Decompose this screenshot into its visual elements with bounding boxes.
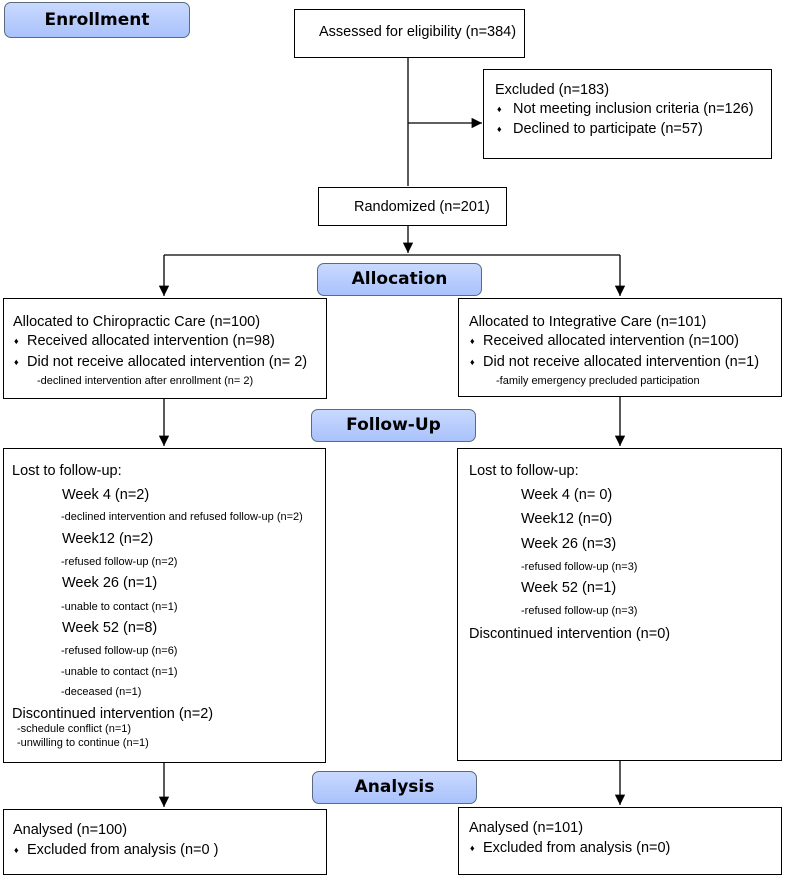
left-followup-box: Lost to follow-up: Week 4 (n=2) -decline… xyxy=(3,448,326,763)
stage-analysis: Analysis xyxy=(312,771,477,804)
excluded-item: Declined to participate (n=57) xyxy=(513,121,703,137)
left-discontinued: Discontinued intervention (n=2) xyxy=(12,706,214,722)
left-allocation-box: Allocated to Chiropractic Care (n=100) ♦… xyxy=(3,298,327,399)
left-week-52-note: -unable to contact (n=1) xyxy=(61,666,178,678)
left-followup-title: Lost to follow-up: xyxy=(12,463,122,479)
bullet-icon: ♦ xyxy=(470,357,475,367)
randomized-text: Randomized (n=201) xyxy=(354,199,490,215)
randomized-box: Randomized (n=201) xyxy=(318,187,507,226)
left-allocation-not-received: Did not receive allocated intervention (… xyxy=(27,354,308,370)
bullet-icon: ♦ xyxy=(497,104,502,114)
right-analysis-title: Analysed (n=101) xyxy=(469,820,584,836)
bullet-icon: ♦ xyxy=(14,357,19,367)
right-week-26: Week 26 (n=3) xyxy=(521,536,617,552)
right-week-4: Week 4 (n= 0) xyxy=(521,487,613,503)
right-followup-title: Lost to follow-up: xyxy=(469,463,579,479)
left-week-26: Week 26 (n=1) xyxy=(62,575,158,591)
stage-enrollment: Enrollment xyxy=(4,2,190,38)
right-analysis-excluded: Excluded from analysis (n=0) xyxy=(483,840,671,856)
left-analysis-title: Analysed (n=100) xyxy=(13,822,128,838)
stage-allocation: Allocation xyxy=(317,263,482,296)
stage-follow-up: Follow-Up xyxy=(311,409,476,442)
left-allocation-title: Allocated to Chiropractic Care (n=100) xyxy=(13,314,261,330)
bullet-icon: ♦ xyxy=(497,124,502,134)
excluded-item: Not meeting inclusion criteria (n=126) xyxy=(513,101,754,117)
left-week-52: Week 52 (n=8) xyxy=(62,620,158,636)
left-week-4: Week 4 (n=2) xyxy=(62,487,150,503)
right-allocation-received: Received allocated intervention (n=100) xyxy=(483,333,739,349)
right-followup-box: Lost to follow-up: Week 4 (n= 0) Week12 … xyxy=(457,448,782,761)
left-allocation-received: Received allocated intervention (n=98) xyxy=(27,333,275,349)
right-week-52-note: -refused follow-up (n=3) xyxy=(521,605,638,617)
excluded-title: Excluded (n=183) xyxy=(495,82,610,98)
bullet-icon: ♦ xyxy=(14,336,19,346)
left-analysis-box: Analysed (n=100) ♦ Excluded from analysi… xyxy=(3,809,327,875)
left-week-12-note: -refused follow-up (n=2) xyxy=(61,556,178,568)
bullet-icon: ♦ xyxy=(470,843,475,853)
left-week-4-note: -declined intervention and refused follo… xyxy=(61,511,303,523)
right-allocation-title: Allocated to Integrative Care (n=101) xyxy=(469,314,707,330)
right-discontinued: Discontinued intervention (n=0) xyxy=(469,626,671,642)
bullet-icon: ♦ xyxy=(470,336,475,346)
right-week-26-note: -refused follow-up (n=3) xyxy=(521,561,638,573)
excluded-box: Excluded (n=183) ♦ Not meeting inclusion… xyxy=(483,69,772,159)
left-week-52-note: -refused follow-up (n=6) xyxy=(61,645,178,657)
right-week-52: Week 52 (n=1) xyxy=(521,580,617,596)
left-discontinued-note: -schedule conflict (n=1) xyxy=(17,723,132,735)
left-week-26-note: -unable to contact (n=1) xyxy=(61,601,178,613)
right-week-12: Week12 (n=0) xyxy=(521,511,613,527)
right-analysis-box: Analysed (n=101) ♦ Excluded from analysi… xyxy=(458,807,782,875)
left-week-52-note: -deceased (n=1) xyxy=(61,686,142,698)
left-week-12: Week12 (n=2) xyxy=(62,531,154,547)
left-analysis-excluded: Excluded from analysis (n=0 ) xyxy=(27,842,219,858)
bullet-icon: ♦ xyxy=(14,845,19,855)
left-discontinued-note: -unwilling to continue (n=1) xyxy=(17,737,149,749)
right-allocation-not-received: Did not receive allocated intervention (… xyxy=(483,354,760,370)
right-allocation-box: Allocated to Integrative Care (n=101) ♦ … xyxy=(458,298,782,397)
right-allocation-note: -family emergency precluded participatio… xyxy=(496,375,700,387)
assessed-box: Assessed for eligibility (n=384) xyxy=(294,9,525,58)
left-allocation-note: -declined intervention after enrollment … xyxy=(37,375,254,387)
assessed-text: Assessed for eligibility (n=384) xyxy=(319,24,517,40)
